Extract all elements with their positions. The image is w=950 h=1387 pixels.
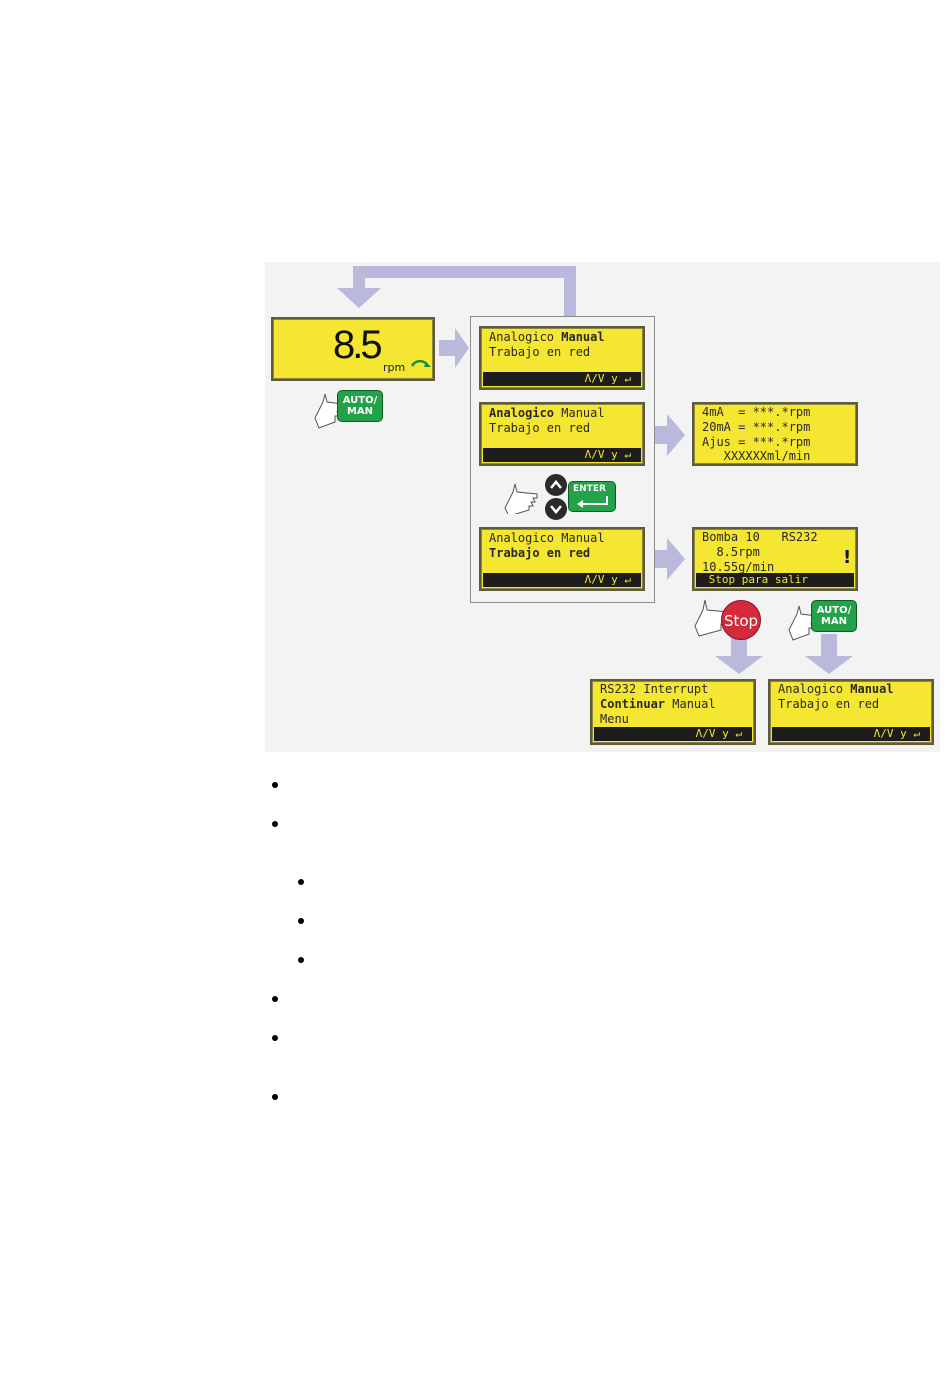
bullet-marker (272, 821, 278, 827)
up-button[interactable] (545, 474, 567, 496)
arrow-down-stop (715, 656, 763, 674)
analog-line3: Ajus = ***.*rpm (702, 435, 811, 449)
arrow-to-menu (455, 328, 469, 368)
hand-pointer-icon-2 (504, 483, 538, 514)
network-status-screen: Bomba 10 RS232 8.5rpm 10.55g/min ! Stop … (692, 527, 858, 591)
network-line2: 8.5rpm (702, 545, 760, 559)
return-bar: Λ/V y ↵ (772, 727, 930, 741)
analog-line1: 4mA = ***.*rpm (702, 405, 811, 419)
interrupt-bar: Λ/V y ↵ (594, 727, 752, 741)
menu3-line1: Analogico Manual (489, 531, 605, 545)
network-bar: Stop para salir (696, 573, 854, 587)
menu2-bar: Λ/V y ↵ (483, 448, 641, 462)
chevron-down-icon (550, 505, 562, 514)
menu3-bar: Λ/V y ↵ (483, 573, 641, 587)
sub-bullet-marker (298, 918, 304, 924)
return-line1b: Manual (850, 682, 894, 696)
sub-bullet-marker (298, 957, 304, 963)
enter-label: ENTER (573, 484, 606, 494)
interrupt-line2a: Continuar (600, 697, 666, 711)
enter-button[interactable]: ENTER (568, 481, 616, 512)
alert-icon: ! (843, 547, 852, 568)
network-line1: Bomba 10 RS232 (702, 530, 818, 544)
rs232-interrupt-screen: RS232 Interrupt Continuar Manual Menu Λ/… (590, 679, 756, 745)
analog-line4: XXXXXXml/min (702, 449, 811, 463)
auto-man-button-2[interactable]: AUTO/ MAN (811, 600, 857, 632)
rpm-unit: rpm (383, 361, 406, 374)
loop-arrow-vertical-left (353, 266, 365, 290)
return-line1a: Analogico (778, 682, 851, 696)
auto-man-button[interactable]: AUTO/ MAN (337, 390, 383, 422)
bullet-marker (272, 996, 278, 1002)
rpm-value: 8.5 (333, 323, 383, 367)
arrow-to-network (667, 538, 685, 580)
arrow-down-auto-man (805, 656, 853, 674)
chevron-up-icon (550, 480, 562, 489)
loop-arrow-head (337, 288, 381, 308)
menu2-line1b: Manual (554, 406, 605, 420)
rotation-icon (410, 359, 431, 367)
interrupt-line1: RS232 Interrupt (600, 682, 709, 696)
menu-screen-analog: Analogico Manual Trabajo en red Λ/V y ↵ (479, 402, 645, 466)
loop-arrow-vertical-right (564, 268, 576, 320)
return-arrow-icon (577, 496, 608, 508)
bullet-marker (272, 1094, 278, 1100)
menu-screen-network: Analogico Manual Trabajo en red Λ/V y ↵ (479, 527, 645, 591)
return-menu-screen: Analogico Manual Trabajo en red Λ/V y ↵ (768, 679, 934, 745)
arrow-to-analog (667, 414, 685, 456)
menu2-line1a: Analogico (489, 406, 555, 420)
analog-line2: 20mA = ***.*rpm (702, 420, 811, 434)
sub-bullet-marker (298, 879, 304, 885)
analog-settings-screen: 4mA = ***.*rpm 20mA = ***.*rpm Ajus = **… (692, 402, 858, 466)
return-line2: Trabajo en red (778, 697, 880, 711)
menu1-bar: Λ/V y ↵ (483, 372, 641, 386)
menu3-line2: Trabajo en red (489, 546, 591, 560)
menu2-line2: Trabajo en red (489, 421, 591, 435)
bullet-marker (272, 1035, 278, 1041)
loop-arrow-horizontal (353, 266, 576, 278)
menu1-line1b: Manual (561, 330, 605, 344)
interrupt-line3: Menu (600, 712, 629, 726)
interrupt-line2b: Manual (665, 697, 716, 711)
bullet-marker (272, 782, 278, 788)
menu-flow-diagram: 8.5 rpm AUTO/ MAN Analogico Manual Traba… (265, 262, 940, 752)
stop-button[interactable]: Stop (721, 600, 761, 640)
down-button[interactable] (545, 498, 567, 520)
menu1-line1a: Analogico (489, 330, 562, 344)
menu1-line2: Trabajo en red (489, 345, 591, 359)
network-line3: 10.55g/min (702, 560, 775, 574)
menu-screen-manual: Analogico Manual Trabajo en red Λ/V y ↵ (479, 326, 645, 390)
rpm-display: 8.5 rpm (271, 317, 435, 381)
